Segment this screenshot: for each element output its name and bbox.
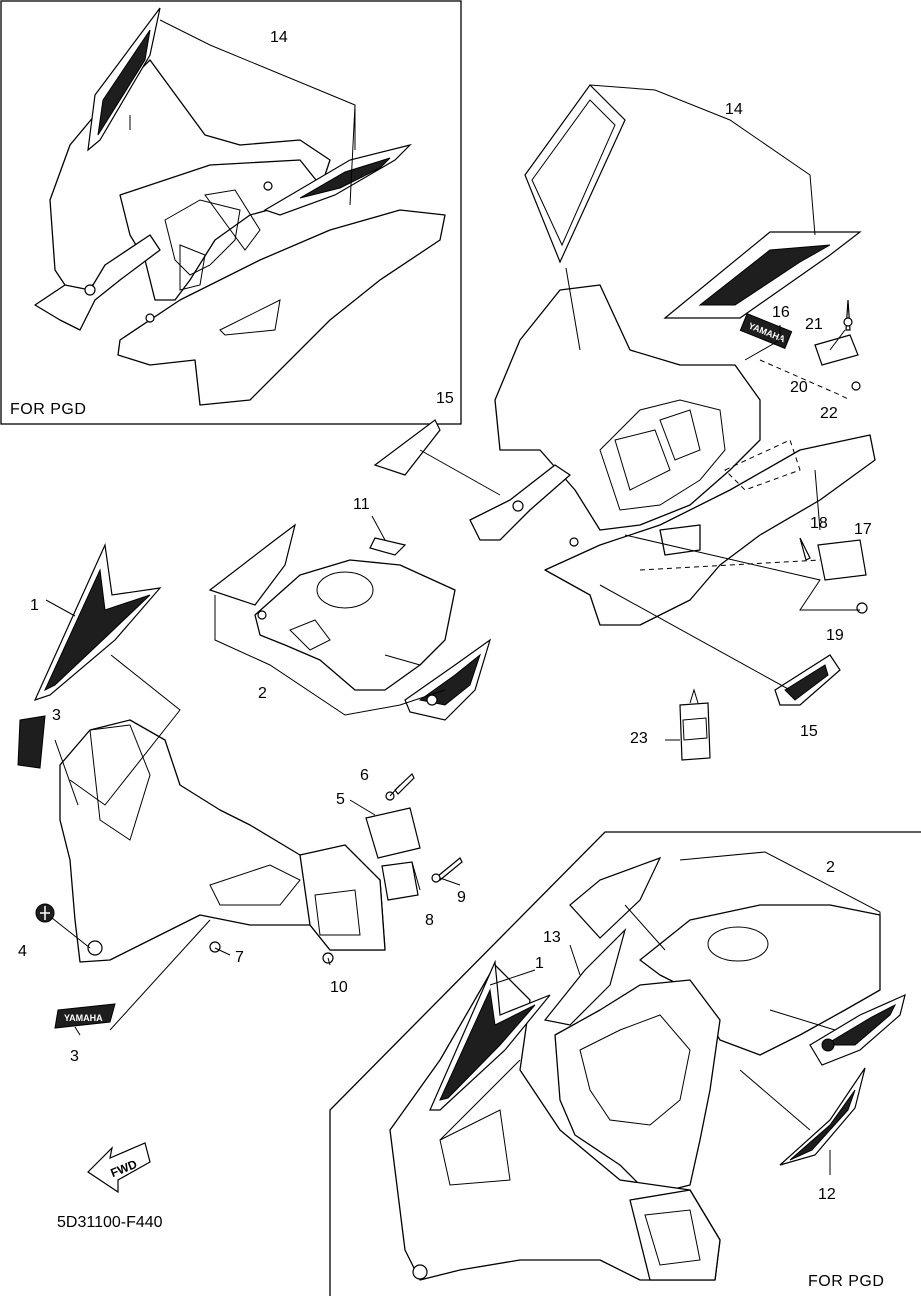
- tank-cover-assembly: 11 2: [208, 496, 492, 721]
- callout-20: 20: [790, 379, 808, 396]
- callout-14-inset: 14: [270, 29, 288, 46]
- callout-9: 9: [457, 889, 466, 906]
- callout-21: 21: [805, 316, 823, 333]
- logo-yamaha-3-bottom: YAMAHA: [64, 1013, 103, 1023]
- callout-2: 2: [258, 685, 267, 702]
- callout-3-bottom: 3: [70, 1048, 79, 1065]
- fwd-arrow-icon: FWD: [87, 1142, 151, 1194]
- inset-top-left: 14 FOR PGD: [0, 0, 462, 425]
- callout-18: 18: [810, 515, 828, 532]
- rear-fender-assembly: YAMAHA 14 15 15 16 17 18 19 20 21 2: [373, 84, 876, 761]
- callout-13: 13: [543, 929, 561, 946]
- front-fender-assembly: YAMAHA YAMAHA 1: [17, 542, 466, 1065]
- inset-caption-for-pgd-top: FOR PGD: [10, 401, 86, 418]
- callout-17: 17: [854, 521, 872, 538]
- callout-3-top: 3: [52, 707, 61, 724]
- inset-caption-for-pgd-bottom: FOR PGD: [808, 1273, 884, 1290]
- callout-7: 7: [235, 949, 244, 966]
- callout-1-inset: 1: [535, 955, 544, 972]
- callout-23: 23: [630, 730, 648, 747]
- callout-1: 1: [30, 597, 39, 614]
- callout-12: 12: [818, 1186, 836, 1203]
- callout-11: 11: [353, 496, 370, 513]
- callout-4: 4: [18, 943, 27, 960]
- callout-15-left: 15: [436, 390, 454, 407]
- inset-bottom-right: 2 12 13 1 FOR PGD: [329, 831, 921, 1296]
- callout-6: 6: [360, 767, 369, 784]
- callout-16: 16: [772, 304, 790, 321]
- callout-15-right: 15: [800, 723, 818, 740]
- callout-10: 10: [330, 979, 348, 996]
- callout-8: 8: [425, 912, 434, 929]
- callout-14: 14: [725, 101, 743, 118]
- callout-2-inset: 2: [826, 859, 835, 876]
- callout-5: 5: [336, 791, 345, 808]
- callout-22: 22: [820, 405, 838, 422]
- part-code: 5D31100-F440: [57, 1214, 163, 1231]
- callout-19: 19: [826, 627, 844, 644]
